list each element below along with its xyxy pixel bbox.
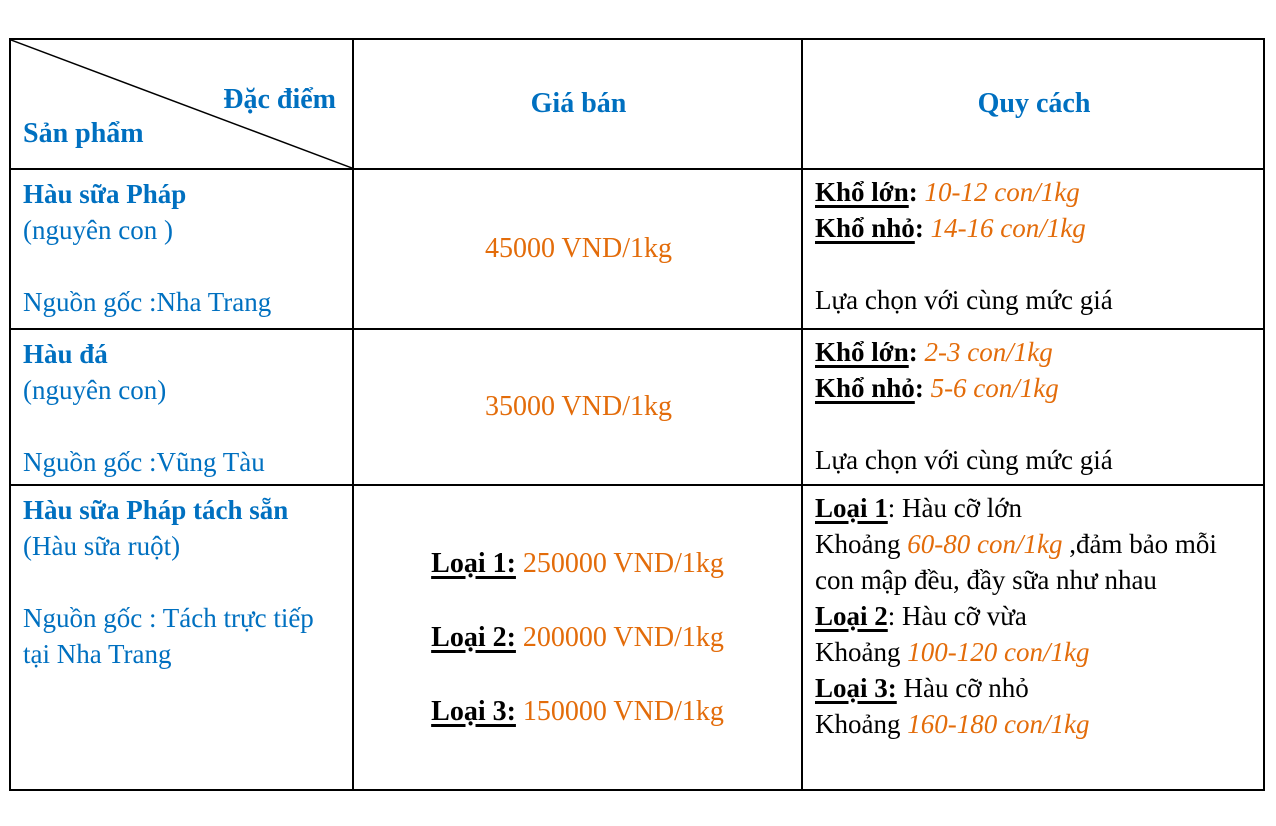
price-tier-value: 200000 VND/1kg	[522, 621, 724, 653]
spec-cell: Khổ lớn: 10-12 con/1kg Khổ nhỏ: 14-16 co…	[801, 168, 1265, 330]
spacer	[23, 248, 342, 284]
product-cell: Hàu sữa Pháp (nguyên con ) Nguồn gốc :Nh…	[9, 168, 354, 330]
spec-size-large-label: Khổ lớn	[815, 337, 909, 367]
product-row-hau-da: Hàu đá (nguyên con) Nguồn gốc :Vũng Tàu …	[9, 328, 1265, 486]
product-name: Hàu sữa Pháp tách sẵn	[23, 495, 289, 525]
column-header-spec: Quy cách	[801, 38, 1265, 170]
product-cell: Hàu đá (nguyên con) Nguồn gốc :Vũng Tàu	[9, 328, 354, 486]
spec-note: Lựa chọn với cùng mức giá	[815, 285, 1113, 315]
spec-tier-detail: Khoảng 60-80 con/1kg ,đảm bảo mỗi con mậ…	[815, 529, 1217, 595]
spec-tier-range: 60-80 con/1kg	[907, 529, 1063, 559]
column-header-price: Giá bán	[352, 38, 803, 170]
spec-size-small-value: 5-6 con/1kg	[930, 373, 1059, 403]
price-cell: Loại 1: 250000 VND/1kg Loại 2: 200000 VN…	[352, 484, 803, 791]
product-name: Hàu đá	[23, 339, 108, 369]
product-origin: Nguồn gốc :Nha Trang	[23, 287, 272, 317]
product-origin: Nguồn gốc : Tách trực tiếp tại Nha Trang	[23, 603, 314, 669]
price-tier-label: Loại 1:	[431, 547, 516, 579]
spec-tier-detail: Khoảng 100-120 con/1kg	[815, 637, 1090, 667]
spec-tier-range: 100-120 con/1kg	[907, 637, 1090, 667]
price-tier-line: Loại 3: 150000 VND/1kg	[431, 694, 724, 730]
price-tier-list: Loại 1: 250000 VND/1kg Loại 2: 200000 VN…	[355, 487, 800, 788]
header-diagonal-cell: Đặc điểm Sản phẩm	[9, 38, 354, 170]
spec-size-small-label: Khổ nhỏ	[815, 373, 915, 403]
spec-size-large-value: 2-3 con/1kg	[924, 337, 1053, 367]
product-row-hau-sua-phap: Hàu sữa Pháp (nguyên con ) Nguồn gốc :Nh…	[9, 168, 1265, 330]
spec-tier-title: Loại 3: Hàu cỡ nhỏ	[815, 670, 1253, 706]
price-cell: 35000 VND/1kg	[352, 328, 803, 486]
price-cell: 45000 VND/1kg	[352, 168, 803, 330]
spec-size-large-line: Khổ lớn: 2-3 con/1kg	[815, 337, 1053, 367]
price-tier-label: Loại 3:	[431, 695, 516, 727]
price-tier-value: 150000 VND/1kg	[522, 695, 724, 727]
product-form: (nguyên con )	[23, 215, 173, 245]
spec-tier-label: Loại 1	[815, 493, 888, 523]
spec-size-small-value: 14-16 con/1kg	[930, 213, 1086, 243]
price-value: 45000 VND/1kg	[485, 233, 672, 264]
spec-size-small-line: Khổ nhỏ: 5-6 con/1kg	[815, 373, 1059, 403]
spec-cell: Loại 1: Hàu cỡ lớn Khoảng 60-80 con/1kg …	[801, 484, 1265, 791]
diagonal-divider-line	[12, 41, 351, 167]
price-tier-line: Loại 2: 200000 VND/1kg	[431, 620, 724, 656]
spec-tier-label: Loại 2	[815, 601, 888, 631]
price-tier-value: 250000 VND/1kg	[522, 547, 724, 579]
header-attribute-label: Đặc điểm	[223, 84, 336, 115]
price-tier-label: Loại 2:	[431, 621, 516, 653]
spec-note: Lựa chọn với cùng mức giá	[815, 445, 1113, 475]
spacer	[815, 246, 1253, 282]
spec-tier-title: Loại 1: Hàu cỡ lớn	[815, 493, 1023, 523]
spacer	[23, 564, 342, 600]
header-product-label: Sản phẩm	[23, 118, 144, 149]
price-value: 35000 VND/1kg	[485, 391, 672, 422]
spec-size-large-label: Khổ lớn	[815, 177, 909, 207]
header-row: Đặc điểm Sản phẩm Giá bán Quy cách	[9, 38, 1265, 170]
spacer	[815, 406, 1253, 442]
spec-tier-desc: Hàu cỡ nhỏ	[903, 673, 1029, 703]
spec-size-large-value: 10-12 con/1kg	[924, 177, 1080, 207]
spec-size-small-label: Khổ nhỏ	[815, 213, 915, 243]
product-price-table: Đặc điểm Sản phẩm Giá bán Quy cách Hàu s…	[9, 38, 1265, 791]
spec-tier-range: 160-180 con/1kg	[907, 709, 1090, 739]
spec-tier-detail: Khoảng 160-180 con/1kg	[815, 709, 1090, 739]
spec-tier-label: Loại 3:	[815, 673, 897, 703]
product-name: Hàu sữa Pháp	[23, 179, 187, 209]
product-form: (nguyên con)	[23, 375, 167, 405]
spec-size-small-line: Khổ nhỏ: 14-16 con/1kg	[815, 213, 1086, 243]
spec-tier-desc: Hàu cỡ vừa	[902, 601, 1027, 631]
spec-tier-title: Loại 2: Hàu cỡ vừa	[815, 601, 1027, 631]
product-origin: Nguồn gốc :Vũng Tàu	[23, 447, 265, 477]
spec-size-large-line: Khổ lớn: 10-12 con/1kg	[815, 177, 1080, 207]
spacer	[23, 408, 342, 444]
product-form: (Hàu sữa ruột)	[23, 531, 181, 561]
spec-tier-desc: Hàu cỡ lớn	[902, 493, 1023, 523]
spec-cell: Khổ lớn: 2-3 con/1kg Khổ nhỏ: 5-6 con/1k…	[801, 328, 1265, 486]
product-cell: Hàu sữa Pháp tách sẵn (Hàu sữa ruột) Ngu…	[9, 484, 354, 791]
price-tier-line: Loại 1: 250000 VND/1kg	[431, 546, 724, 582]
product-row-hau-sua-phap-tach-san: Hàu sữa Pháp tách sẵn (Hàu sữa ruột) Ngu…	[9, 484, 1265, 791]
